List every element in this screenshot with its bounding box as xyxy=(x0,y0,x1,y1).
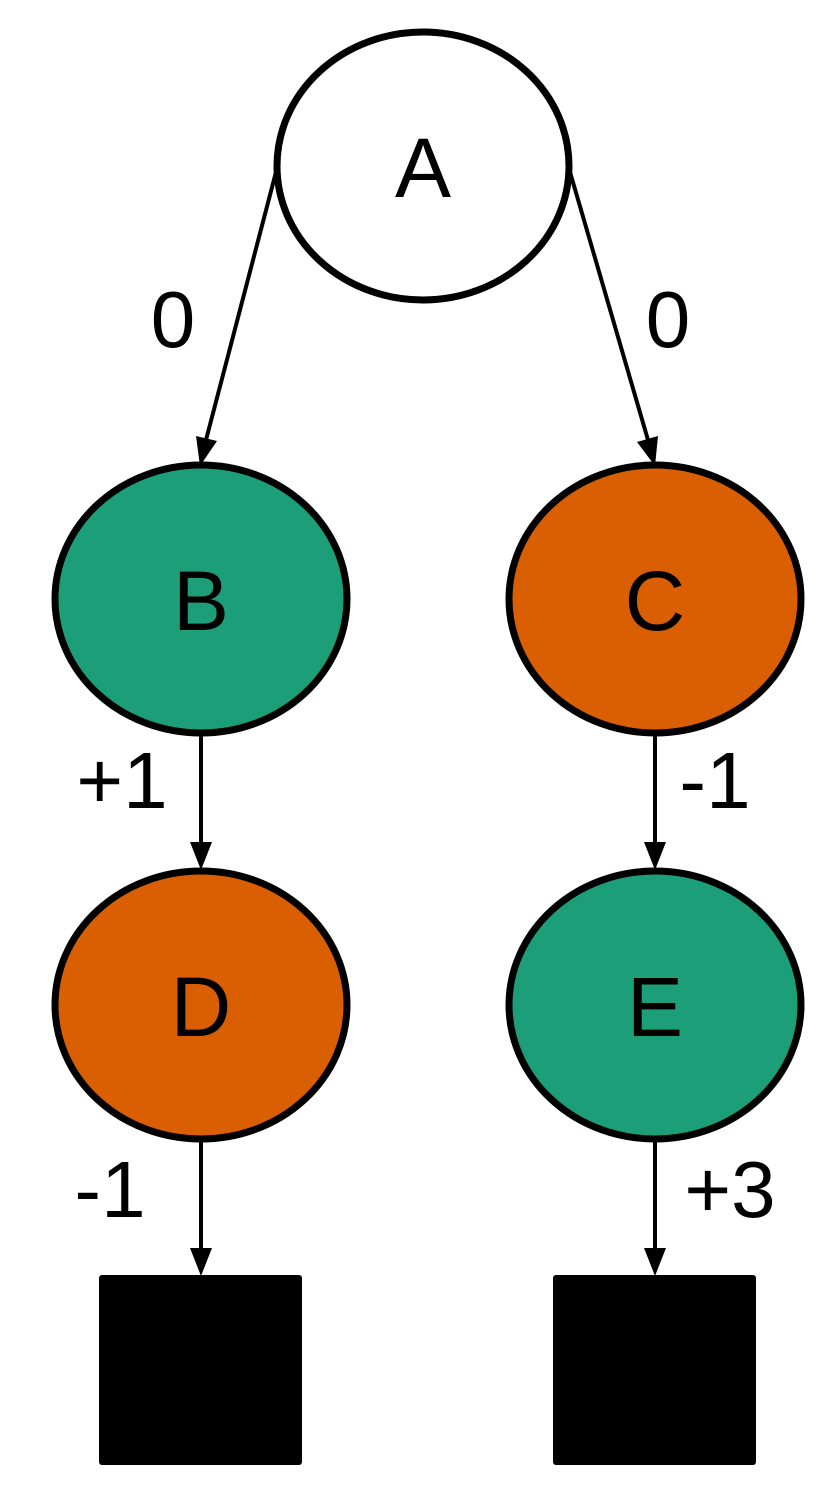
node-c: C xyxy=(505,461,805,737)
node-b: B xyxy=(51,461,351,737)
node-c-shape xyxy=(505,461,805,737)
edge-a-c xyxy=(568,171,658,466)
terminal-box-right xyxy=(553,1275,756,1465)
node-d-label: D xyxy=(171,960,232,1054)
edge-a-b xyxy=(196,171,278,466)
edge-b-d xyxy=(190,734,212,870)
edge-label-a-c: 0 xyxy=(646,275,691,364)
node-b-shape xyxy=(51,461,351,737)
edge-c-e xyxy=(644,734,666,870)
edge-d-terminal xyxy=(190,1140,212,1276)
node-b-label: B xyxy=(173,554,229,648)
node-a-shape xyxy=(273,28,573,304)
edge-label-e-terminal: +3 xyxy=(684,1145,775,1234)
node-d: D xyxy=(51,867,351,1143)
node-a-label: A xyxy=(395,121,451,215)
edge-label-c-e: -1 xyxy=(679,736,750,825)
node-c-label: C xyxy=(625,554,686,648)
node-e-label: E xyxy=(627,960,683,1054)
node-e: E xyxy=(505,867,805,1143)
edge-e-terminal xyxy=(644,1140,666,1276)
node-d-shape xyxy=(51,867,351,1143)
edge-label-a-b: 0 xyxy=(151,275,196,364)
edge-label-d-terminal: -1 xyxy=(74,1145,145,1234)
node-a: A xyxy=(273,28,573,304)
edge-label-b-d: +1 xyxy=(76,736,167,825)
terminal-box-left xyxy=(99,1275,302,1465)
node-e-shape xyxy=(505,867,805,1143)
